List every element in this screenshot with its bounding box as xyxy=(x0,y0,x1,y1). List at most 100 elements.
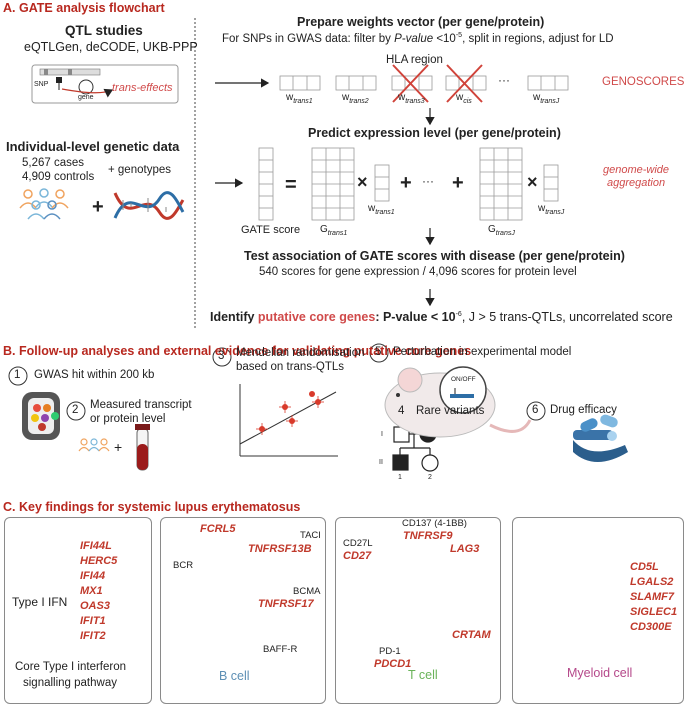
genotype-matrix-J xyxy=(479,147,523,221)
bcr-label: BCR xyxy=(173,560,194,571)
gene-slamf7: SLAMF7 xyxy=(630,591,674,603)
gene-tnfrsf9: TNFRSF9 xyxy=(403,530,453,542)
pedigree-n2: 2 xyxy=(428,474,432,481)
bcma-label: BCMA xyxy=(293,586,321,597)
section-a-title: A. GATE analysis flowchart xyxy=(3,1,165,15)
controls-count: 4,909 controls xyxy=(22,171,95,183)
ellipsis: ··· xyxy=(498,73,510,87)
individual-data-heading: Individual-level genetic data xyxy=(6,139,180,154)
cases-count: 5,267 cases xyxy=(22,157,85,169)
gene-crtam: CRTAM xyxy=(452,629,491,641)
g-trans1-label: Gtrans1 xyxy=(320,224,348,237)
section-b-title: B. Follow-up analyses and external evide… xyxy=(3,344,472,358)
section-c-title: C. Key findings for systemic lupus eryth… xyxy=(3,500,301,514)
qtl-sources: eQTLGen, deCODE, UKB-PPP xyxy=(24,40,198,54)
core-pathway-line1: Core Type I interferon xyxy=(15,661,127,673)
w-trans1-label: wtrans1 xyxy=(286,92,313,105)
gene-fcrl5: FCRL5 xyxy=(200,523,236,535)
blood-tube-icon xyxy=(135,424,150,471)
gene-herc5: HERC5 xyxy=(80,555,118,567)
item4-number: 4 xyxy=(398,405,405,417)
gene-cd5l: CD5L xyxy=(630,561,659,573)
gene-oas3: OAS3 xyxy=(80,600,110,612)
gate-score-label: GATE score xyxy=(241,224,301,236)
type1-ifn-label: Type I IFN xyxy=(12,595,68,609)
qtl-studies-heading: QTL studies xyxy=(65,23,143,38)
weights-vector-J xyxy=(543,164,559,202)
wtJ-label: wtransJ xyxy=(538,203,565,216)
pedigree-gen2: II xyxy=(379,459,383,466)
genoscores-label: GENOSCORES xyxy=(602,76,685,88)
gene-tnfrsf17: TNFRSF17 xyxy=(258,598,314,610)
trans-effects-label: trans-effects xyxy=(112,82,173,94)
gene-ifit1: IFIT1 xyxy=(80,615,106,627)
panel-myeloid xyxy=(512,517,684,704)
genome-wide-label: genome-wide xyxy=(603,164,670,176)
plus-genotypes: + genotypes xyxy=(108,164,171,176)
gene-pdcd1: PDCD1 xyxy=(374,658,412,670)
t-cell-label: T cell xyxy=(408,668,438,682)
item3-label: Mendelian randomisation xyxy=(236,347,365,359)
item5-number: 5 xyxy=(375,346,382,358)
step4-line: Identify putative core genes: P-value < … xyxy=(210,310,673,324)
step1-description: For SNPs in GWAS data: filter by P-value… xyxy=(222,32,614,45)
equals-sign: = xyxy=(285,174,297,196)
item1-number: 1 xyxy=(14,369,21,381)
people-icon xyxy=(19,188,69,220)
item6-label: Drug efficacy xyxy=(550,404,617,416)
hla-region-label: HLA region xyxy=(386,54,443,66)
item1-label: GWAS hit within 200 kb xyxy=(34,369,155,381)
g-transJ-label: GtransJ xyxy=(488,224,515,237)
snp-label: SNP xyxy=(34,81,49,88)
gene-ifi44l: IFI44L xyxy=(80,540,112,552)
panel-b-cell xyxy=(160,517,326,704)
pedigree-gen1: I xyxy=(381,431,383,438)
step2-title: Predict expression level (per gene/prote… xyxy=(308,126,561,140)
panel-ifn xyxy=(4,517,152,704)
gene-ifi44: IFI44 xyxy=(80,570,106,582)
item2-number: 2 xyxy=(72,404,79,416)
gene-siglec1: SIGLEC1 xyxy=(630,606,678,618)
ellipsis-2: ··· xyxy=(422,174,434,188)
w-trans2-label: wtrans2 xyxy=(342,92,369,105)
on-off-label: ON/OFF xyxy=(451,376,476,383)
item6-number: 6 xyxy=(532,404,539,416)
baffr-label: BAFF-R xyxy=(263,644,298,655)
times-sign-2: × xyxy=(527,172,538,192)
step3-title: Test association of GATE scores with dis… xyxy=(244,249,625,263)
myeloid-cell-label: Myeloid cell xyxy=(567,666,633,680)
item2-label-2: or protein level xyxy=(90,413,166,425)
dna-helix-icon xyxy=(113,191,185,220)
item5-label: Perturbation in experimental model xyxy=(393,346,572,358)
wt1-label: wtrans1 xyxy=(368,203,395,216)
gene-cd300e: CD300E xyxy=(630,621,672,633)
cd27l-label: CD27L xyxy=(343,538,373,549)
aggregation-label: aggregation xyxy=(607,177,666,189)
item4-label: Rare variants xyxy=(416,405,485,417)
gate-score-vector xyxy=(258,147,274,221)
gene-cd27: CD27 xyxy=(343,550,372,562)
w-trans3-label: wtrans3 xyxy=(398,92,425,105)
gene-tnfrsf13b: TNFRSF13B xyxy=(248,543,312,555)
genotype-matrix-1 xyxy=(311,147,355,221)
snp-marker-icon xyxy=(56,77,62,83)
b-cell-label: B cell xyxy=(219,669,250,683)
gene-ifit2: IFIT2 xyxy=(80,630,106,642)
plus-sign-1: + xyxy=(400,172,412,194)
gene-circle-icon xyxy=(78,79,94,95)
times-sign-1: × xyxy=(357,172,368,192)
step3-description: 540 scores for gene expression / 4,096 s… xyxy=(259,266,577,278)
weight-vectors xyxy=(279,75,569,91)
item3-label-2: based on trans-QTLs xyxy=(236,361,345,373)
gene-label: gene xyxy=(78,94,94,101)
small-people-icon xyxy=(78,438,110,452)
plus-b: + xyxy=(114,439,123,455)
item2-label: Measured transcript xyxy=(90,399,192,411)
mr-scatter-plot xyxy=(239,384,338,457)
panel-t-cell xyxy=(335,517,501,704)
w-cis-label: wcis xyxy=(456,92,472,105)
hla-cross-icons xyxy=(392,64,483,103)
step1-title: Prepare weights vector (per gene/protein… xyxy=(297,15,545,29)
drug-hand-icon xyxy=(573,414,628,462)
w-transJ-label: wtransJ xyxy=(533,92,560,105)
